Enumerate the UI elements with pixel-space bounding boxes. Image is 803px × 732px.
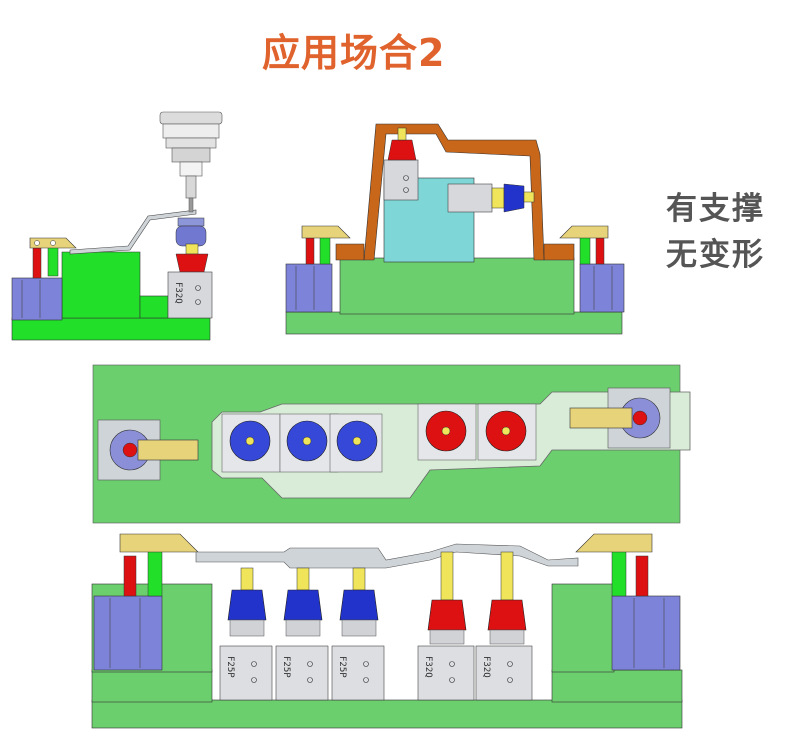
side-note-line-1: 有支撑	[666, 191, 765, 227]
blue-support-cylinder-2: F25P	[275, 567, 329, 701]
base-plate	[91, 699, 683, 729]
workpiece-block	[61, 251, 141, 319]
blue-support-cylinder-3: F25P	[331, 567, 385, 701]
right-clamp-cylinder	[611, 595, 681, 671]
cylinder-label: F32Q	[481, 656, 491, 678]
cylinder-label: F25P	[281, 656, 291, 678]
red-support-cylinder-1: F32Q	[417, 551, 475, 701]
side-note-line-2: 无变形	[666, 237, 765, 273]
cylinder-label: F32Q	[173, 282, 183, 304]
cylinder-label: F25P	[337, 656, 347, 678]
blue-support-cylinder-1: F25P	[219, 567, 273, 701]
cylinder-label: F25P	[225, 656, 235, 678]
page-title: 应用场合2	[262, 31, 446, 75]
spindle-illustration: F32Q	[11, 111, 223, 341]
red-support-cylinder-2: F32Q	[475, 551, 533, 701]
bracket-illustration	[285, 123, 625, 335]
thin-sheet-part	[69, 209, 197, 255]
side-note: 有支撑 无变形	[666, 186, 765, 278]
base-plate	[285, 311, 623, 335]
front-view-illustration: F25P F25P F25P F32Q	[91, 533, 683, 729]
sheet-workpiece	[195, 543, 579, 569]
side-support-cylinder	[447, 183, 493, 213]
left-clamp-cylinder	[11, 277, 63, 321]
right-clamp-cylinder	[579, 263, 625, 313]
support-cylinder	[167, 271, 213, 319]
base-plate	[11, 317, 211, 341]
cylinder-label: F32Q	[423, 656, 433, 678]
top-view-illustration	[92, 364, 691, 524]
spindle	[159, 111, 223, 125]
bracket-workpiece	[363, 123, 545, 261]
left-clamp-cylinder	[285, 263, 333, 313]
left-clamp-cylinder	[93, 595, 163, 671]
